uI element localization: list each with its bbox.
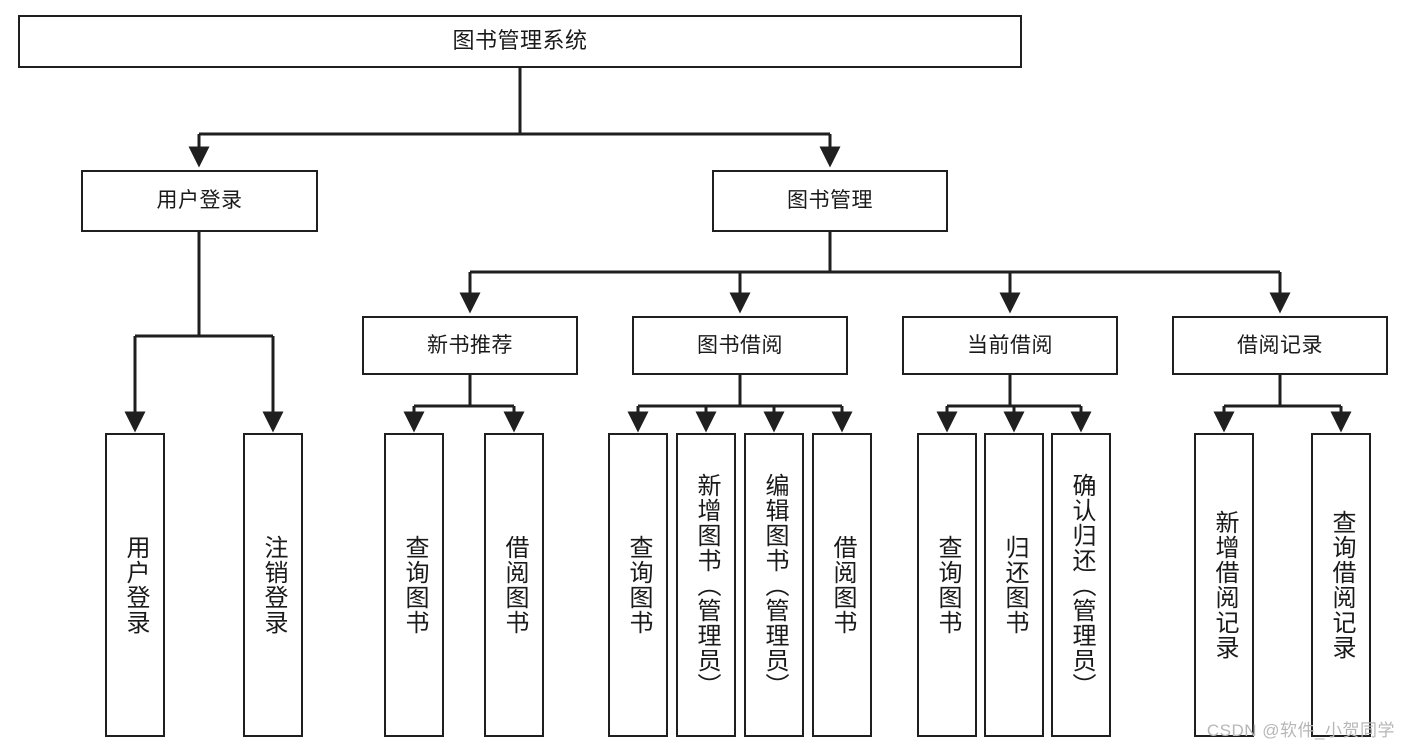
leaf-query-book-current[interactable]: 查询图书	[917, 433, 977, 737]
node-label: 归还图书	[1000, 535, 1028, 635]
leaf-edit-book-admin[interactable]: 编辑图书（管理员）	[744, 433, 804, 737]
node-label: 借阅图书	[500, 535, 528, 635]
leaf-return-book[interactable]: 归还图书	[984, 433, 1044, 737]
node-label: 查询图书	[624, 535, 652, 635]
node-label: 查询图书	[933, 535, 961, 635]
leaf-logout-login[interactable]: 注销登录	[243, 433, 303, 737]
watermark-csdn: CSDN @软件_小贺同学	[1206, 721, 1395, 740]
node-root-book-management-system[interactable]: 图书管理系统	[18, 15, 1022, 68]
node-label: 借阅图书	[828, 535, 856, 635]
node-book-management[interactable]: 图书管理	[712, 170, 948, 232]
node-label: 新增借阅记录	[1210, 510, 1238, 660]
node-label: 图书管理	[787, 189, 873, 213]
node-label: 新书推荐	[427, 333, 513, 357]
leaf-query-book-recommend[interactable]: 查询图书	[384, 433, 444, 737]
node-book-borrow[interactable]: 图书借阅	[632, 316, 848, 375]
leaf-borrow-book[interactable]: 借阅图书	[812, 433, 872, 737]
node-borrow-record[interactable]: 借阅记录	[1172, 316, 1388, 375]
node-label: 查询借阅记录	[1327, 510, 1355, 660]
node-user-login[interactable]: 用户登录	[81, 170, 318, 232]
node-new-book-recommend[interactable]: 新书推荐	[362, 316, 578, 375]
node-label: 图书管理系统	[452, 28, 588, 54]
node-label: 当前借阅	[967, 333, 1053, 357]
node-label: 用户登录	[156, 189, 243, 213]
node-label: 借阅记录	[1237, 333, 1323, 357]
leaf-confirm-return-admin[interactable]: 确认归还（管理员）	[1051, 433, 1111, 737]
node-current-borrow[interactable]: 当前借阅	[902, 316, 1118, 375]
leaf-add-book-admin[interactable]: 新增图书（管理员）	[676, 433, 736, 737]
node-label: 注销登录	[259, 535, 287, 635]
leaf-add-borrow-record[interactable]: 新增借阅记录	[1194, 433, 1254, 737]
node-label: 图书借阅	[697, 333, 783, 357]
leaf-user-login[interactable]: 用户登录	[105, 433, 165, 737]
node-label: 查询图书	[400, 535, 428, 635]
leaf-query-book-borrow[interactable]: 查询图书	[608, 433, 668, 737]
node-label: 确认归还（管理员）	[1067, 472, 1095, 698]
node-label: 用户登录	[121, 535, 149, 635]
node-label: 编辑图书（管理员）	[760, 472, 788, 698]
node-label: 新增图书（管理员）	[692, 472, 720, 698]
leaf-query-borrow-record[interactable]: 查询借阅记录	[1311, 433, 1371, 737]
leaf-borrow-book-recommend[interactable]: 借阅图书	[484, 433, 544, 737]
